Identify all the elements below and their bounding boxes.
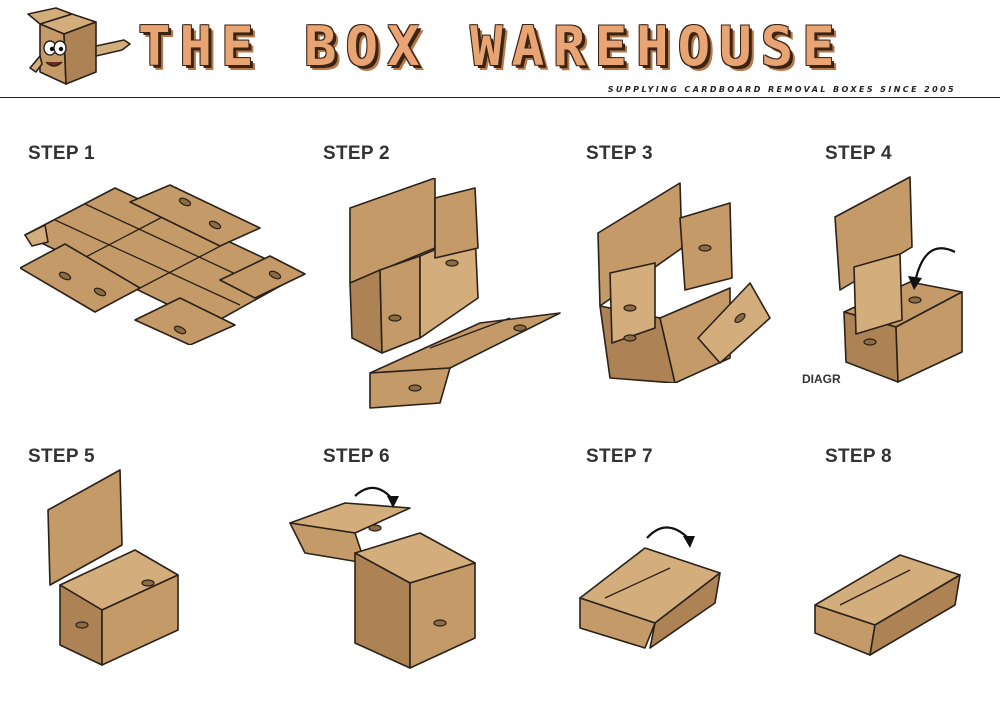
diagram-label-fragment: DIAGR — [802, 372, 841, 386]
step-5-assembled-box-illustration — [47, 469, 179, 666]
step-8-label: STEP 8 — [825, 446, 892, 467]
step-6-lid-fold-illustration — [289, 486, 476, 669]
step-7-lid-illustration — [579, 526, 721, 649]
step-3-label: STEP 3 — [586, 143, 653, 164]
step-4-fold-flap-illustration — [834, 176, 963, 383]
site-header: THE BOX WAREHOUSE SUPPLYING CARDBOARD RE… — [0, 0, 1000, 100]
header-divider — [0, 97, 1000, 98]
step-3-walls-up-illustration — [597, 182, 771, 383]
step-8-finished-lid-illustration — [814, 554, 961, 656]
step-2-partial-fold-illustration — [349, 178, 561, 409]
step-2-label: STEP 2 — [323, 143, 390, 164]
step-1-flat-box-illustration — [20, 184, 306, 345]
step-1-label: STEP 1 — [28, 143, 95, 164]
step-6-label: STEP 6 — [323, 446, 390, 467]
logo-text: THE BOX WAREHOUSE — [138, 15, 844, 78]
box-mascot-icon — [27, 7, 131, 85]
step-4-label: STEP 4 — [825, 143, 892, 164]
tagline: SUPPLYING CARDBOARD REMOVAL BOXES SINCE … — [607, 85, 956, 94]
step-7-label: STEP 7 — [586, 446, 653, 467]
step-5-label: STEP 5 — [28, 446, 95, 467]
